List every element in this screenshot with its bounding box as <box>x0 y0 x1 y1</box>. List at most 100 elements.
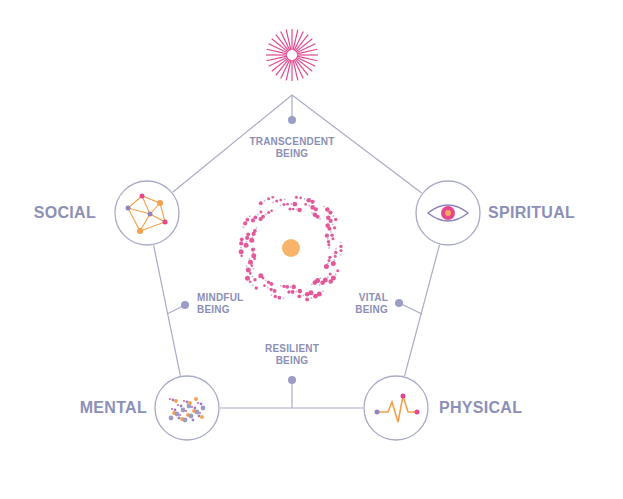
ring-dot <box>327 240 330 243</box>
ring-dot <box>334 218 337 221</box>
burst-ray <box>297 49 317 54</box>
ring-dot <box>251 247 255 251</box>
pillar-circle: PHYSICAL <box>363 375 429 441</box>
brain-dot <box>183 418 188 423</box>
ring-dot <box>262 277 265 280</box>
burst-ray <box>286 30 291 50</box>
ring-dot <box>310 297 312 299</box>
ring-dot <box>249 238 254 243</box>
brain-dot <box>169 416 174 421</box>
social-icon <box>126 194 168 235</box>
ring-dot <box>275 200 278 203</box>
ring-dot <box>246 241 248 243</box>
ring-dot <box>311 284 313 286</box>
ring-dot <box>295 196 298 199</box>
leader-dot <box>288 116 296 124</box>
ring-dot <box>310 205 315 210</box>
ring-dot <box>288 208 291 211</box>
ring-dot <box>333 226 336 229</box>
leader-dot <box>395 299 403 307</box>
ring-dot <box>336 269 339 272</box>
ring-dot <box>327 238 329 240</box>
ring-dot <box>239 241 243 245</box>
ring-dot <box>239 249 244 254</box>
ring-dot <box>340 254 342 256</box>
burst-ray <box>266 54 287 55</box>
eye-outline <box>428 205 468 221</box>
dimension-label: TRANSCENDENT BEING <box>244 136 340 160</box>
pulse-dot <box>375 410 380 415</box>
ring-dot <box>290 286 292 288</box>
ring-dot <box>334 255 337 258</box>
dimension-label: MINDFUL BEING <box>197 292 259 316</box>
ring-dot <box>263 284 266 287</box>
ring-dot <box>323 206 325 208</box>
ring-dot <box>251 232 255 236</box>
network-line <box>128 208 150 231</box>
ring-dot <box>251 218 255 222</box>
ring-dot <box>282 203 285 206</box>
pulse-line <box>377 396 417 422</box>
ring-dot <box>251 253 256 258</box>
ring-dot <box>339 245 342 248</box>
brain-dot <box>199 412 201 414</box>
pentagon-side <box>405 245 440 376</box>
ring-dot <box>325 234 329 238</box>
ring-dot <box>277 296 281 300</box>
ring-dot <box>295 208 297 210</box>
ring-dot <box>274 295 277 298</box>
eye-iris <box>441 206 455 220</box>
ring-dot <box>334 251 337 254</box>
eye-pupil <box>445 210 451 216</box>
ring-dot <box>285 285 289 289</box>
dimension-label: VITAL BEING <box>338 292 388 316</box>
ring-dot <box>244 243 249 248</box>
ring-dot <box>264 200 266 202</box>
drawing-part <box>128 196 165 231</box>
ring-dot <box>299 197 302 200</box>
ring-dot <box>249 258 251 260</box>
brain-dot <box>201 406 206 411</box>
ring-dot <box>270 282 274 286</box>
ring-dot <box>245 218 249 222</box>
ring-dot <box>282 285 285 288</box>
ring-dot <box>272 202 274 204</box>
network-line <box>142 196 165 222</box>
pillar-name: MENTAL <box>80 399 147 417</box>
burst-ray <box>291 60 292 81</box>
ring-dot <box>255 286 258 289</box>
brain-dot <box>192 419 195 422</box>
ring-dot <box>248 260 253 265</box>
ring-dot <box>295 291 297 293</box>
network-dot <box>148 212 153 217</box>
ring-dot <box>265 214 267 216</box>
ring-dot <box>323 278 328 283</box>
ring-dot <box>293 202 298 207</box>
ring-dot <box>249 280 252 283</box>
brain-dot <box>172 399 175 402</box>
ring-dot <box>322 291 324 293</box>
ring-dot <box>292 208 295 211</box>
brain-dot <box>181 408 186 413</box>
brain-icon <box>169 397 206 422</box>
brain-dot <box>183 400 185 402</box>
ring-dot <box>283 298 285 300</box>
burst-ray <box>291 29 292 50</box>
brain-dot <box>200 415 204 419</box>
ring-dot <box>258 217 262 221</box>
burst-ray <box>272 58 288 71</box>
brain-dot <box>178 417 181 420</box>
ring-dot <box>246 232 250 236</box>
ring-dot <box>253 278 256 281</box>
ring-dot <box>302 295 304 297</box>
ring-dot <box>326 215 331 220</box>
brain-dot <box>194 397 198 401</box>
brain-dot <box>189 414 194 419</box>
ring-dot <box>284 199 286 201</box>
ring-dot <box>317 291 322 296</box>
leader-dot <box>181 301 189 309</box>
brain-dot <box>179 414 181 416</box>
ring-dot <box>319 277 321 279</box>
ring-dot <box>331 276 336 281</box>
